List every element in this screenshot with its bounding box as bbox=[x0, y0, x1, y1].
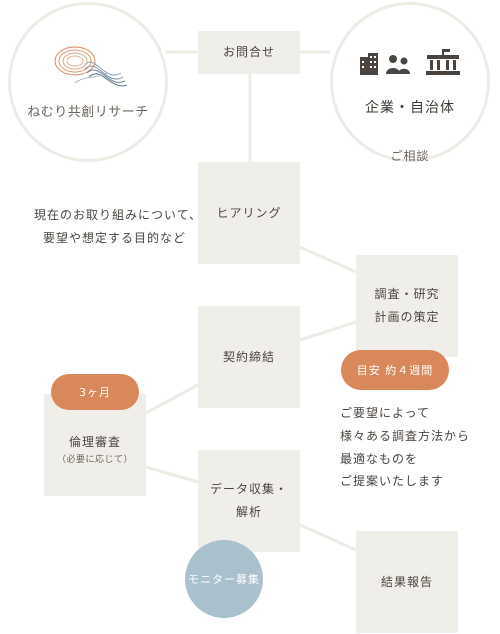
duration-badge-4-weeks: 目安 約４週間 bbox=[341, 350, 449, 390]
connector-planning-contract bbox=[299, 320, 357, 342]
duration-badge-3-months: 3ヶ月 bbox=[51, 374, 139, 410]
brand-name: ねむり共創リサーチ bbox=[27, 105, 149, 120]
step-report: 結果報告 bbox=[356, 531, 458, 633]
step-report-label: 結果報告 bbox=[380, 574, 433, 589]
step-inquiry-label: お問合せ bbox=[222, 45, 275, 60]
step-planning-label-line2: 計画の策定 bbox=[374, 310, 440, 324]
hearing-note: 現在のお取り組みについて、 要望や想定する目的など bbox=[34, 204, 203, 250]
client-caption: ご相談 bbox=[390, 149, 430, 163]
step-planning-label-line1: 調査・研究 bbox=[374, 287, 440, 302]
step-hearing: ヒアリング bbox=[198, 162, 300, 264]
step-collection-label-line1: データ収集・ bbox=[209, 482, 288, 497]
step-contract-label: 契約締結 bbox=[222, 349, 275, 364]
planning-note-line2: 様々ある調査方法から bbox=[340, 428, 471, 443]
hearing-note-line1: 現在のお取り組みについて、 bbox=[34, 208, 203, 222]
people-icon bbox=[386, 55, 410, 74]
step-collection-label-line2: 解析 bbox=[235, 505, 262, 519]
step-inquiry: お問合せ bbox=[198, 31, 300, 74]
government-building-icon bbox=[426, 49, 460, 75]
brand-circle: ねむり共創リサーチ bbox=[8, 2, 168, 162]
step-contract: 契約締結 bbox=[198, 306, 300, 408]
connector-collection-report bbox=[299, 523, 357, 552]
office-building-icon bbox=[360, 53, 378, 75]
step-planning: 調査・研究 計画の策定 bbox=[356, 255, 458, 357]
planning-note-line4: ご提案いたします bbox=[340, 474, 445, 489]
connector-ethics-collection bbox=[145, 465, 199, 484]
client-circle: 企業・自治体 ご相談 bbox=[330, 2, 490, 163]
connector-hearing-planning bbox=[299, 245, 357, 274]
client-title: 企業・自治体 bbox=[365, 100, 455, 116]
connector-contract-ethics bbox=[145, 383, 199, 415]
step-hearing-label: ヒアリング bbox=[216, 205, 282, 220]
monitor-recruit-badge: モニター募集 bbox=[185, 540, 263, 618]
step-ethics-note: （必要に応じて） bbox=[56, 455, 133, 466]
hearing-note-line2: 要望や想定する目的など bbox=[42, 230, 186, 245]
wave-ribbon-logo-icon bbox=[54, 46, 128, 87]
planning-note: ご要望によって 様々ある調査方法から 最適なものを ご提案いたします bbox=[340, 402, 470, 493]
planning-note-line3: 最適なものを bbox=[340, 451, 419, 466]
step-ethics: 倫理審査 （必要に応じて） bbox=[44, 394, 146, 496]
planning-note-line1: ご要望によって bbox=[340, 406, 431, 420]
step-ethics-label: 倫理審査 bbox=[68, 435, 121, 450]
client-icons bbox=[333, 49, 487, 75]
step-collection: データ収集・ 解析 bbox=[198, 450, 300, 552]
